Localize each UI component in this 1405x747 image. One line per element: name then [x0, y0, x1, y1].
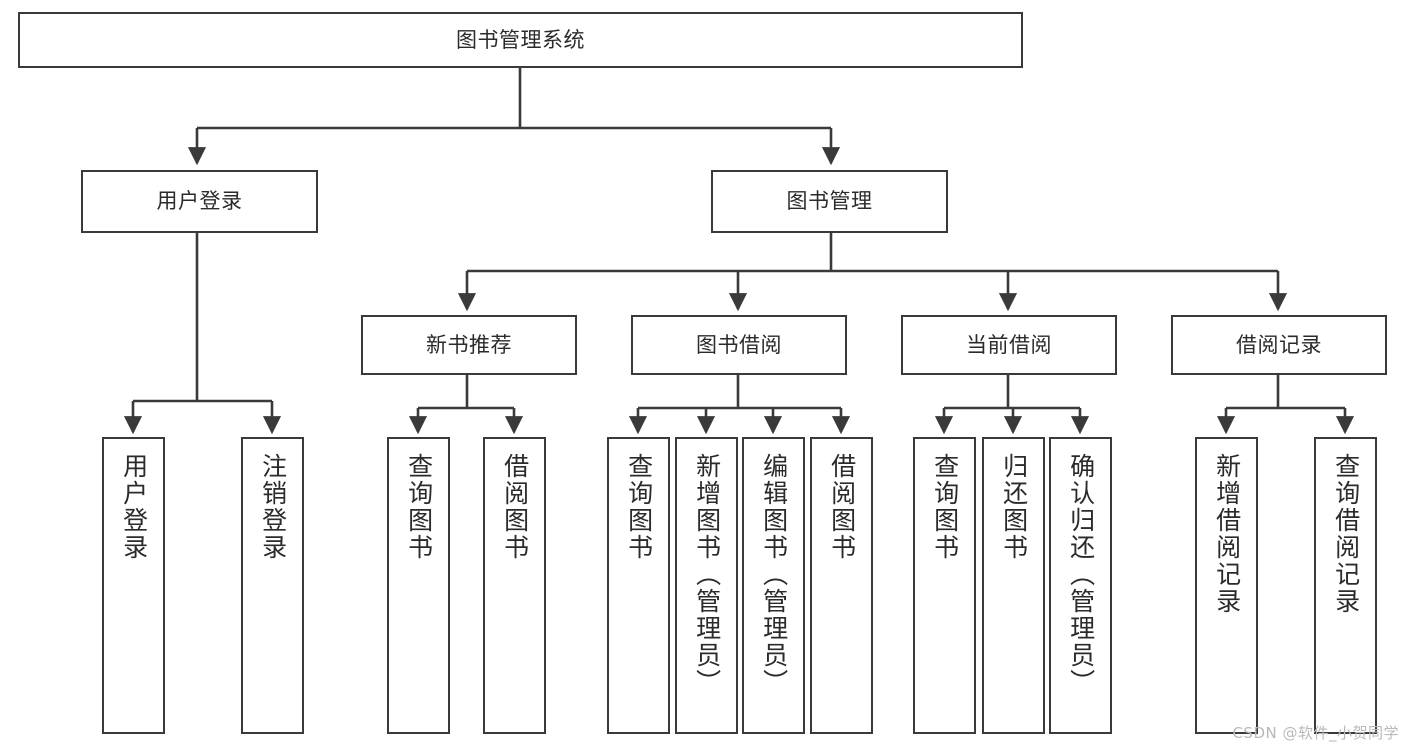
leaf-logout[interactable]: 注销登录 [241, 437, 304, 734]
node-label: 查询图书 [404, 453, 434, 561]
node-label: 查询图书 [624, 453, 654, 561]
node-borrow-record[interactable]: 借阅记录 [1171, 315, 1387, 375]
node-label: 注销登录 [258, 453, 288, 561]
leaf-add-book-admin[interactable]: 新增图书（管理员） [675, 437, 738, 734]
node-book-management[interactable]: 图书管理 [711, 170, 948, 233]
leaf-query-book-current[interactable]: 查询图书 [913, 437, 976, 734]
leaf-query-book-borrow[interactable]: 查询图书 [607, 437, 670, 734]
node-book-borrow[interactable]: 图书借阅 [631, 315, 847, 375]
leaf-query-book-recommend[interactable]: 查询图书 [387, 437, 450, 734]
node-label: 确认归还（管理员） [1066, 453, 1096, 696]
node-label: 编辑图书（管理员） [759, 453, 789, 696]
leaf-confirm-return-admin[interactable]: 确认归还（管理员） [1049, 437, 1112, 734]
leaf-borrow-book-recommend[interactable]: 借阅图书 [483, 437, 546, 734]
leaf-return-book[interactable]: 归还图书 [982, 437, 1045, 734]
node-label: 查询借阅记录 [1331, 453, 1361, 615]
leaf-add-borrow-record[interactable]: 新增借阅记录 [1195, 437, 1258, 734]
node-user-login[interactable]: 用户登录 [81, 170, 318, 233]
node-label: 借阅记录 [1236, 332, 1322, 357]
node-label: 用户登录 [156, 189, 243, 214]
node-label: 查询图书 [930, 453, 960, 561]
leaf-query-borrow-record[interactable]: 查询借阅记录 [1314, 437, 1377, 734]
node-new-book-recommend[interactable]: 新书推荐 [361, 315, 577, 375]
node-label: 借阅图书 [500, 453, 530, 561]
leaf-edit-book-admin[interactable]: 编辑图书（管理员） [742, 437, 805, 734]
node-label: 用户登录 [119, 453, 149, 561]
node-current-borrow[interactable]: 当前借阅 [901, 315, 1117, 375]
node-label: 归还图书 [999, 453, 1029, 561]
node-label: 新书推荐 [426, 332, 512, 357]
node-label: 图书借阅 [696, 332, 782, 357]
watermark-text: CSDN @软件_小贺同学 [1232, 724, 1399, 742]
node-label: 当前借阅 [966, 332, 1052, 357]
node-label: 借阅图书 [827, 453, 857, 561]
node-label: 新增图书（管理员） [692, 453, 722, 696]
node-label: 图书管理 [786, 189, 873, 214]
leaf-user-login[interactable]: 用户登录 [102, 437, 165, 734]
node-label: 新增借阅记录 [1212, 453, 1242, 615]
node-label: 图书管理系统 [456, 27, 585, 52]
node-root-system[interactable]: 图书管理系统 [18, 12, 1023, 68]
leaf-borrow-book[interactable]: 借阅图书 [810, 437, 873, 734]
